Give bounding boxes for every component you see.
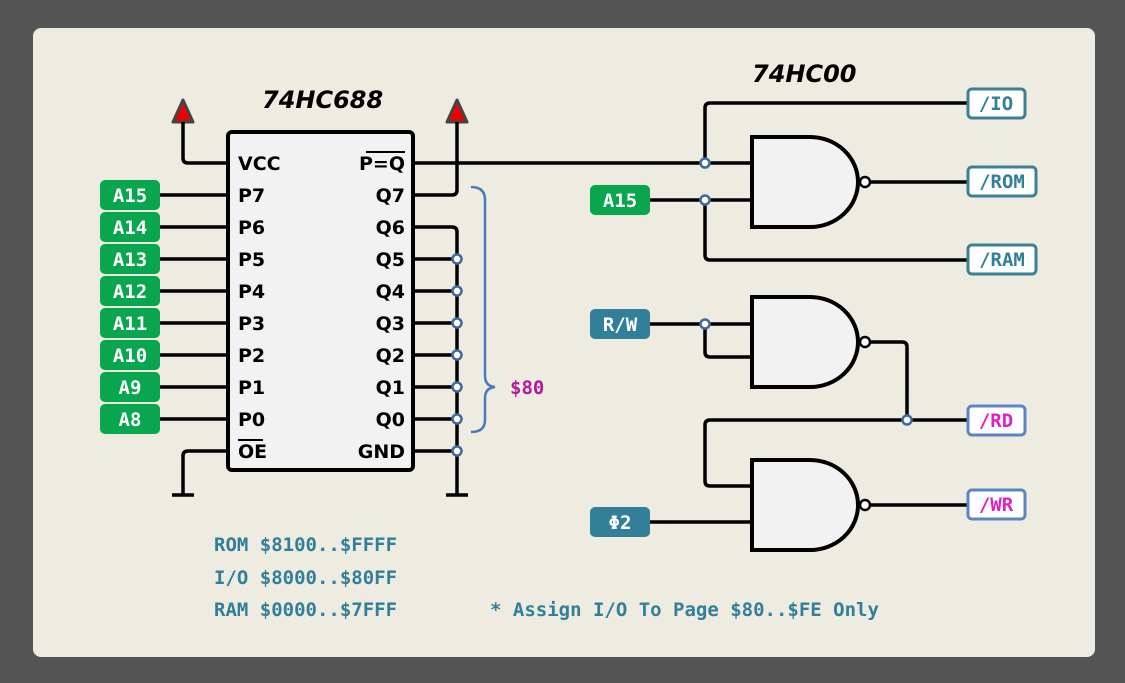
input-tag-phi2: Φ2 — [590, 507, 650, 537]
pin-label: P6 — [238, 217, 265, 239]
vcc-arrow-icon — [171, 98, 195, 124]
output-tag-ram: /RAM — [966, 243, 1038, 276]
output-tag-label: /WR — [979, 494, 1014, 516]
output-tag-rom: /ROM — [966, 165, 1038, 198]
input-tag-label: A10 — [113, 345, 147, 367]
pin-label: P4 — [238, 281, 265, 303]
ram-wire — [703, 200, 968, 262]
pin-label: P5 — [238, 249, 265, 271]
pin-label: Q6 — [376, 217, 405, 239]
input-tag-label: A15 — [603, 190, 637, 212]
rw-loop-wire — [703, 324, 752, 359]
junction-dot — [699, 318, 711, 330]
input-tag-label: A12 — [113, 281, 147, 303]
input-tag-a15: A15 — [100, 180, 160, 210]
input-tag-label: Φ2 — [609, 512, 632, 534]
input-tag-label: A13 — [113, 249, 147, 271]
output-tag-label: /ROM — [979, 171, 1025, 193]
junction-dot — [451, 253, 463, 265]
junction-dot — [451, 381, 463, 393]
pin-label: Q5 — [376, 249, 405, 271]
nand-gate-3 — [750, 458, 860, 552]
input-tag-label: A8 — [119, 409, 142, 431]
note-rom: ROM $8100..$FFFF — [214, 534, 397, 556]
junction-dot — [451, 413, 463, 425]
junction-dot — [699, 194, 711, 206]
junction-dot — [451, 317, 463, 329]
rd-wire — [703, 418, 968, 488]
input-tag-a10: A10 — [100, 340, 160, 370]
inverter-bubble — [858, 498, 872, 512]
note-io: I/O $8000..$80FF — [214, 567, 397, 589]
pin-label: Q7 — [376, 185, 405, 207]
g2-out-wire — [870, 340, 909, 420]
pin-label: Q1 — [376, 377, 405, 399]
vcc-wire — [181, 122, 228, 165]
pin-label: Q0 — [376, 409, 405, 431]
input-tag-a12: A12 — [100, 276, 160, 306]
pin-label: P2 — [238, 345, 265, 367]
output-tag-label: /RD — [979, 410, 1013, 432]
input-tag-a15: A15 — [590, 185, 650, 215]
chip-00-title: 74HC00 — [752, 60, 857, 88]
pin-label: P3 — [238, 313, 265, 335]
input-tag-label: R/W — [603, 314, 638, 336]
vcc-arrow-icon — [445, 98, 469, 124]
junction-dot — [699, 157, 711, 169]
oe-ground-wire — [181, 449, 228, 495]
q-bus-wire — [413, 225, 459, 495]
io-wire — [703, 101, 968, 163]
pin-label: VCC — [238, 153, 281, 175]
input-tag-a14: A14 — [100, 212, 160, 242]
pin-label: Q3 — [376, 313, 405, 335]
output-tag-io: /IO — [966, 87, 1027, 120]
chip-688-body — [226, 130, 415, 472]
pin-label: P=Q — [359, 153, 405, 175]
output-tag-rd: /RD — [966, 404, 1027, 437]
chip-688-title: 74HC688 — [262, 86, 383, 114]
schematic-panel — [33, 28, 1095, 657]
pin-label: P7 — [238, 185, 265, 207]
pin-label: Q4 — [376, 281, 405, 303]
junction-dot — [451, 285, 463, 297]
pin-label: GND — [358, 441, 405, 463]
input-tag-a8: A8 — [100, 404, 160, 434]
inverter-bubble — [858, 175, 872, 189]
output-tag-wr: /WR — [966, 488, 1027, 521]
inverter-bubble — [858, 335, 872, 349]
note-ram: RAM $0000..$7FFF — [214, 599, 397, 621]
nand-gate-1 — [750, 135, 860, 229]
pin-label: P0 — [238, 409, 265, 431]
junction-dot — [451, 445, 463, 457]
input-tag-a13: A13 — [100, 244, 160, 274]
input-tag-label: A11 — [113, 313, 147, 335]
input-tag-rw: R/W — [590, 309, 650, 339]
input-tag-label: A9 — [119, 377, 142, 399]
nand-gate-2 — [750, 295, 860, 389]
input-tag-label: A15 — [113, 185, 147, 207]
junction-dot — [451, 349, 463, 361]
pin-label: Q2 — [376, 345, 405, 367]
output-tag-label: /RAM — [979, 249, 1025, 271]
brace-label: $80 — [510, 377, 544, 399]
footnote: * Assign I/O To Page $80..$FE Only — [490, 599, 879, 621]
junction-dot — [901, 414, 913, 426]
q7-vcc-wire — [413, 122, 459, 197]
pin-label: P1 — [238, 377, 265, 399]
brace — [470, 185, 496, 434]
input-tag-a11: A11 — [100, 308, 160, 338]
output-tag-label: /IO — [979, 93, 1013, 115]
input-tag-a9: A9 — [100, 372, 160, 402]
input-tag-label: A14 — [113, 217, 147, 239]
pin-label: OE — [238, 441, 267, 463]
